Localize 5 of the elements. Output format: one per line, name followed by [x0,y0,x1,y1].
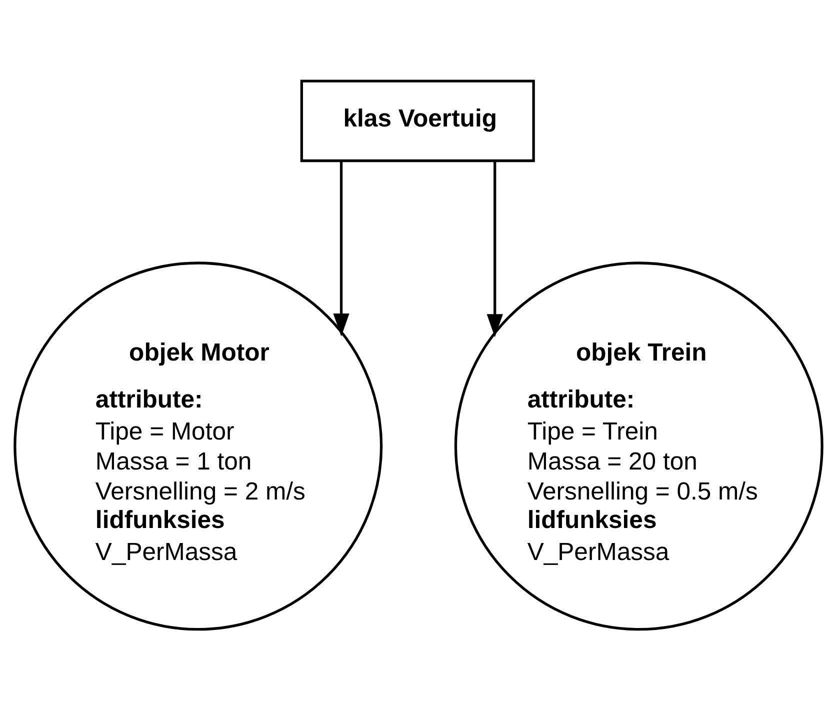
node-circle: objek Motor attribute: Tipe = Motor Massa = 1 ton Versnelling = 2 m/s lidfunksies V_PerMassa [14,262,383,631]
arrow [333,160,350,337]
node-box: klas Voertuig [300,80,535,162]
arrow [486,160,503,338]
node-circle: objek Trein attribute: Tipe = Trein Massa = 20 ton Versnelling = 0.5 m/s lidfunksies V_PerMassa [454,262,824,631]
